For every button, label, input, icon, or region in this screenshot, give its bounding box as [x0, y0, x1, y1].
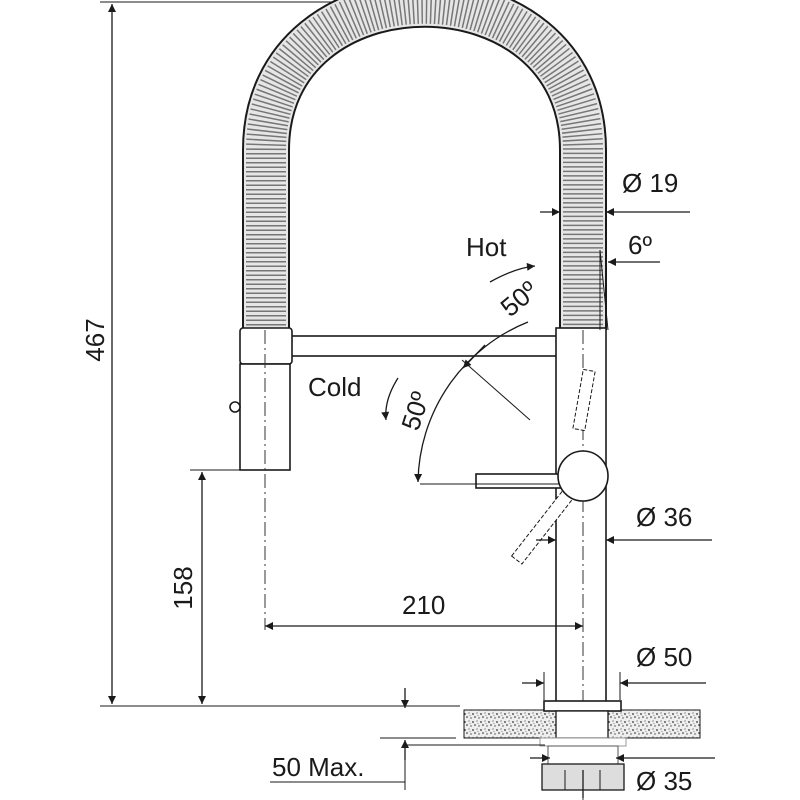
- hot-angle: 50º: [495, 275, 544, 323]
- height-dimension: 467: [80, 1, 460, 707]
- body-diameter-label: Ø 36: [636, 502, 692, 532]
- shank-diameter-label: Ø 35: [636, 766, 692, 796]
- spray-button: [229, 401, 241, 413]
- hot-label: Hot: [466, 232, 507, 262]
- hose-diameter-label: Ø 19: [622, 168, 678, 198]
- coiled-hose: [242, 0, 607, 330]
- lever-open: [510, 476, 585, 565]
- spray-head-collar: [239, 327, 293, 365]
- spray-height-label: 158: [168, 566, 198, 609]
- lever-closed: [475, 473, 567, 489]
- countertop: [380, 709, 701, 739]
- lever-hub: [557, 450, 609, 502]
- cold-angle: 50º: [395, 388, 436, 434]
- base-diameter-label: Ø 50: [636, 642, 692, 672]
- hose-angle-label: 6º: [628, 230, 652, 260]
- cold-label: Cold: [308, 372, 361, 402]
- reach-label: 210: [402, 590, 445, 620]
- spout-arm: [287, 335, 561, 357]
- base-plate: [543, 700, 622, 712]
- height-label: 467: [80, 318, 110, 361]
- max-counter-thickness-label: 50 Max.: [272, 752, 365, 782]
